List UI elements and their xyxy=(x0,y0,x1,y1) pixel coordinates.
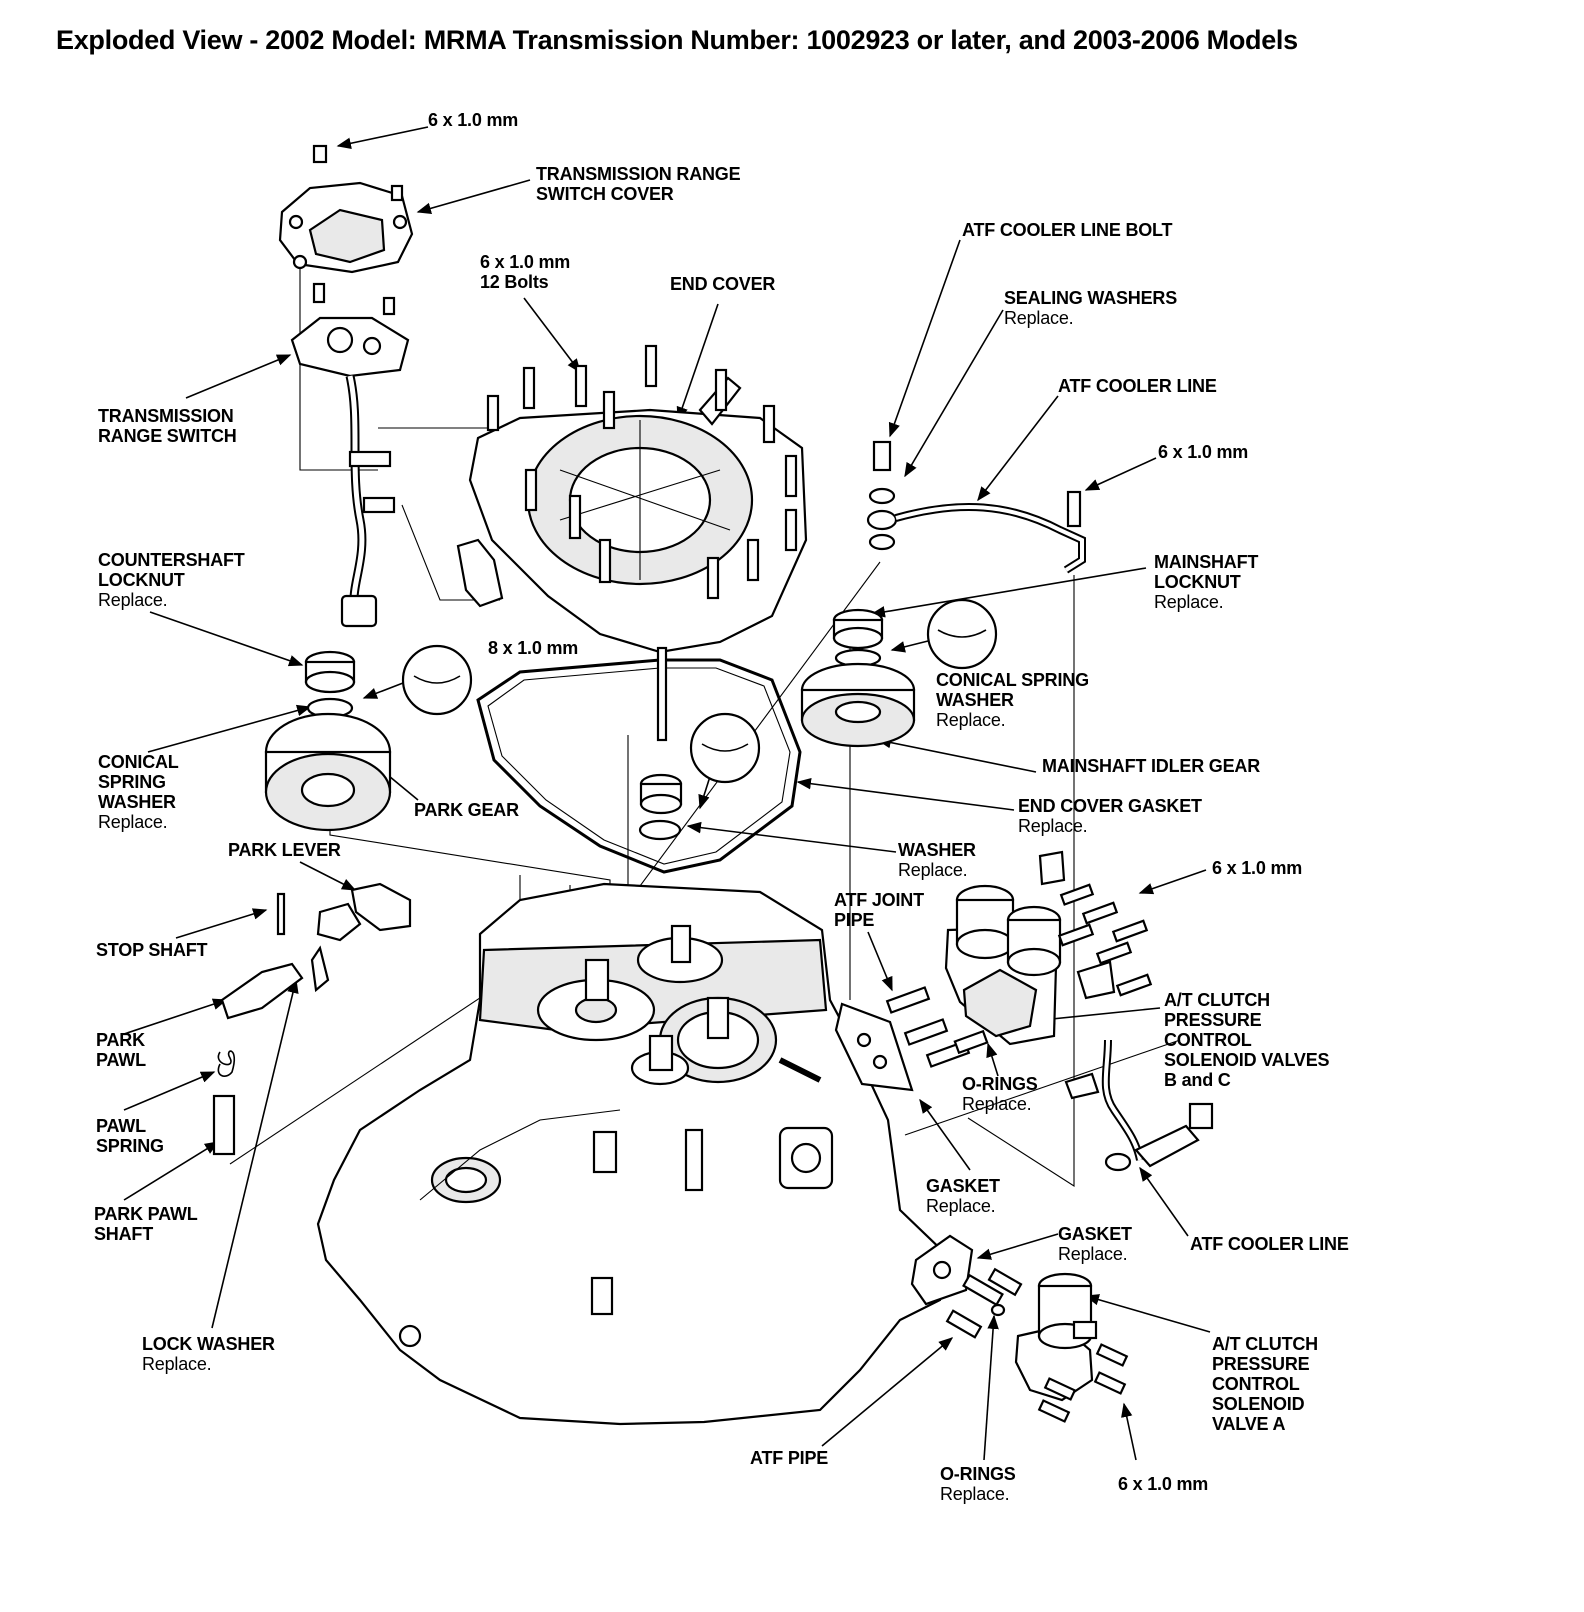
conical-washer-callout-left xyxy=(401,644,473,716)
label-atf-joint-pipe: ATF JOINT PIPE xyxy=(834,890,924,930)
label-atf-cooler-line-bolt: ATF COOLER LINE BOLT xyxy=(962,220,1173,240)
label-bolts-12: 6 x 1.0 mm 12 Bolts xyxy=(480,252,571,292)
label-bolt-cooler: 6 x 1.0 mm xyxy=(1158,442,1249,462)
label-bolt-solenoid-a: 6 x 1.0 mm xyxy=(1118,1474,1209,1494)
label-atf-cooler-line-top: ATF COOLER LINE xyxy=(1058,376,1217,396)
end-cover xyxy=(468,376,808,654)
label-bolt-solenoid-bc: 6 x 1.0 mm xyxy=(1212,858,1303,878)
leader-arrows xyxy=(123,126,1211,1461)
solenoid-gasket-upper xyxy=(834,1002,914,1092)
end-cover-gasket xyxy=(476,646,802,874)
washer-stack xyxy=(638,773,683,841)
label-bolt-top: 6 x 1.0 mm xyxy=(428,110,519,130)
label-mainshaft-idler-gear: MAINSHAFT IDLER GEAR xyxy=(1042,756,1260,776)
label-solenoid-bc: A/T CLUTCH PRESSURE CONTROL SOLENOID VAL… xyxy=(1164,990,1330,1090)
label-atf-cooler-line-bottom: ATF COOLER LINE xyxy=(1190,1234,1349,1254)
label-stop-shaft: STOP SHAFT xyxy=(96,940,208,960)
park-lever-assembly xyxy=(212,882,412,1156)
label-range-switch: TRANSMISSION RANGE SWITCH xyxy=(98,406,237,446)
end-cover-bolts xyxy=(486,344,798,600)
label-bolts-8: 8 x 1.0 mm xyxy=(488,638,579,658)
mainshaft-idler-gear xyxy=(800,662,916,748)
range-switch xyxy=(290,316,410,628)
range-switch-cover xyxy=(278,144,414,316)
label-park-lever: PARK LEVER xyxy=(228,840,341,860)
solenoid-gasket-lower xyxy=(910,1234,974,1306)
label-end-cover: END COVER xyxy=(670,274,776,294)
label-range-switch-cover: TRANSMISSION RANGE SWITCH COVER xyxy=(536,164,741,204)
washer-callout xyxy=(689,712,761,784)
label-park-pawl: PARK PAWL xyxy=(96,1030,146,1070)
solenoid-valves-b-c xyxy=(944,850,1153,1046)
atf-joint-pipes xyxy=(885,986,989,1068)
atf-pipes-lower xyxy=(945,1267,1023,1339)
label-atf-pipe: ATF PIPE xyxy=(750,1448,829,1468)
diagram-title: Exploded View - 2002 Model: MRMA Transmi… xyxy=(56,25,1298,55)
label-solenoid-a: A/T CLUTCH PRESSURE CONTROL SOLENOID VAL… xyxy=(1212,1334,1318,1434)
atf-cooler-line-top xyxy=(866,440,1086,574)
mainshaft-locknut xyxy=(832,608,884,668)
bracket xyxy=(456,538,504,608)
solenoid-valve-a xyxy=(1014,1272,1129,1423)
atf-cooler-line-bottom xyxy=(1064,1039,1214,1172)
transmission-case xyxy=(316,882,954,1426)
label-park-pawl-shaft: PARK PAWL SHAFT xyxy=(94,1204,198,1244)
countershaft-locknut xyxy=(304,650,356,719)
park-gear xyxy=(264,712,392,832)
conical-washer-callout-right xyxy=(926,598,998,670)
label-park-gear: PARK GEAR xyxy=(414,800,519,820)
label-pawl-spring: PAWL SPRING xyxy=(96,1116,164,1156)
